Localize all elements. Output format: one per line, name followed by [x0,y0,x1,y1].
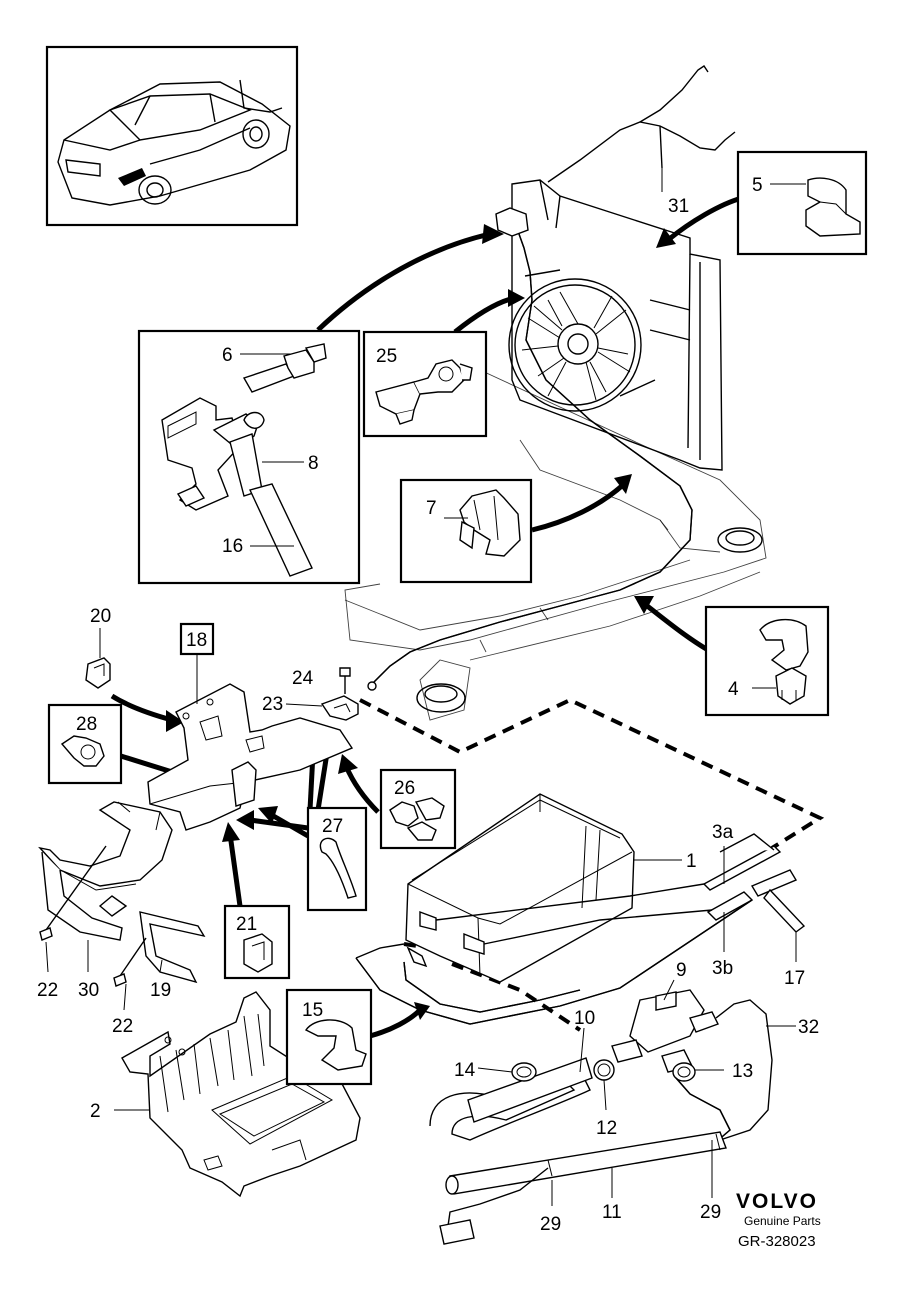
shield-19 [139,911,206,984]
detail-box-25 [362,330,488,438]
genuine-parts-text: Genuine Parts [744,1214,821,1228]
clamp-13 [672,1062,696,1082]
pipe-11 [439,1131,727,1245]
callout-16: 16 [222,536,243,557]
callout-11: 11 [602,1202,622,1223]
callout-3b: 3b [712,958,733,979]
hose-10 [429,1057,593,1141]
callout-7: 7 [426,498,437,519]
detail-box-5 [736,150,868,256]
callout-25: 25 [376,346,397,367]
radiator-fan-assembly [508,179,723,471]
callout-12: 12 [596,1118,617,1139]
callout-28: 28 [76,714,97,735]
callout-24: 24 [292,668,314,689]
callouts: 31 5 6 8 16 25 7 4 20 18 24 23 28 26 27 … [37,175,819,1235]
hose-32 [715,999,773,1141]
callout-1: 1 [686,851,697,872]
evap-canister [405,793,635,983]
callout-10: 10 [574,1008,595,1029]
clip-20 [85,657,111,689]
callout-26: 26 [394,778,415,799]
callout-29b: 29 [700,1202,721,1223]
detail-box-26 [379,768,457,850]
hoses-3a-3b-17 [355,833,806,1025]
body-floor-pan [344,369,767,721]
detail-box-27 [306,806,368,912]
callout-4: 4 [728,679,739,700]
callout-19: 19 [150,980,171,1001]
volvo-logo: VOLVO [736,1190,818,1213]
callout-23: 23 [262,694,283,715]
tray-2 [121,991,361,1198]
callout-8: 8 [308,453,319,474]
callout-22a: 22 [37,980,58,1001]
callout-29a: 29 [540,1214,561,1235]
callout-3a: 3a [712,822,734,843]
shield-30 [38,801,173,941]
callout-30: 30 [78,980,99,1001]
callout-15: 15 [302,1000,323,1021]
callout-5: 5 [752,175,763,196]
clamp-14 [511,1062,537,1082]
vent-hose-main [367,207,693,691]
diagram-reference: GR-328023 [738,1233,816,1250]
bracket-18 [147,683,354,831]
detail-box-21 [223,904,291,980]
detail-box-7 [399,478,533,584]
purge-valve-9 [611,989,719,1073]
clamp-12 [593,1059,615,1081]
callout-31: 31 [668,196,689,217]
callout-27: 27 [322,816,343,837]
branding-block: VOLVO Genuine Parts GR-328023 [736,1190,821,1250]
vehicle-thumbnail [45,45,299,227]
callout-20: 20 [90,606,111,627]
screw-22 [39,845,147,987]
leader-lines [45,168,806,1206]
callout-2: 2 [90,1101,101,1122]
detail-box-6-8-16 [137,329,361,585]
callout-17: 17 [784,968,805,989]
detail-box-4 [704,605,830,717]
hose-31 [547,65,736,183]
callout-13: 13 [732,1061,753,1082]
callout-22b: 22 [112,1016,133,1037]
callout-32: 32 [798,1017,819,1038]
callout-6: 6 [222,345,233,366]
bracket-23 [320,695,359,721]
callout-9: 9 [676,960,687,981]
callout-14: 14 [454,1060,476,1081]
detail-box-18-label [179,622,215,656]
detail-box-15 [285,988,373,1086]
bolt-24 [339,667,351,694]
callout-21: 21 [236,914,257,935]
callout-18: 18 [186,630,207,651]
detail-box-28 [47,703,123,785]
